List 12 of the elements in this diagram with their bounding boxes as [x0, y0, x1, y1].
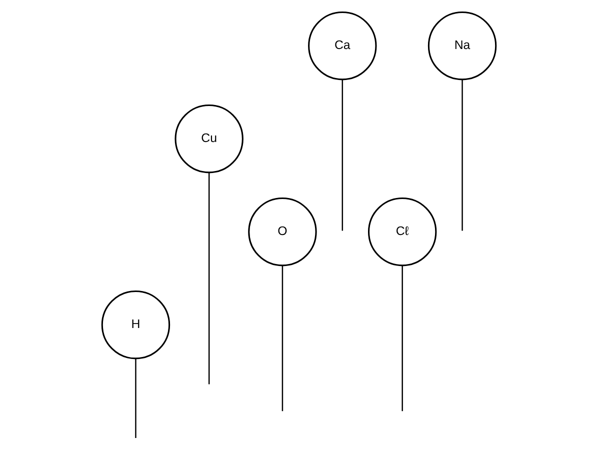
node-circle: Ca [308, 11, 376, 80]
node-circle: Na [427, 11, 496, 80]
connector [281, 266, 283, 412]
node-circle: O [248, 197, 316, 266]
node-circle: H [100, 290, 170, 360]
connector [208, 172, 210, 384]
node-circle: Cℓ [367, 197, 436, 266]
connector [134, 358, 136, 438]
node-circle: Cu [174, 104, 243, 174]
connector [401, 266, 402, 412]
connector [461, 80, 462, 231]
connector [341, 80, 343, 231]
